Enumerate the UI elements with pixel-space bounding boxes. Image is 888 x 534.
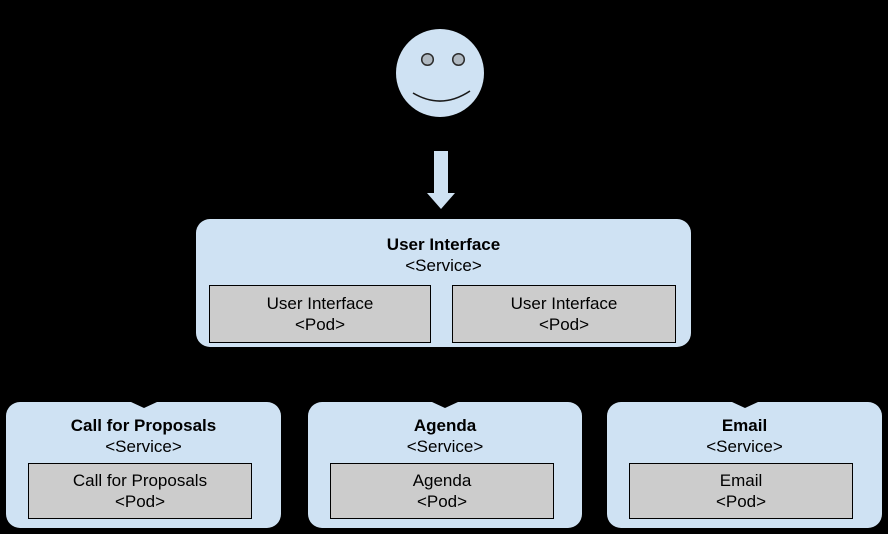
pod-box-call-for-proposals: Call for Proposals <Pod>: [28, 463, 252, 519]
pod-box-user-interface-2: User Interface <Pod>: [452, 285, 676, 343]
service-type-label: <Service>: [105, 437, 182, 456]
service-box-email: Email <Service> Email <Pod>: [607, 402, 882, 528]
service-type-label: <Service>: [406, 437, 484, 456]
pod-type-label: <Pod>: [416, 492, 468, 511]
connector-arrowhead-icon: [731, 402, 758, 408]
pod-box-email: Email <Pod>: [629, 463, 853, 519]
pod-title: Agenda: [412, 471, 472, 490]
pod-title: User Interface: [510, 294, 618, 313]
service-box-agenda: Agenda <Service> Agenda <Pod>: [308, 402, 582, 528]
service-type-label: <Service>: [405, 256, 482, 275]
service-box-user-interface: User Interface <Service> User Interface …: [196, 219, 691, 347]
pod-title: User Interface: [266, 294, 374, 313]
pod-title: Call for Proposals: [72, 471, 208, 490]
service-title: User Interface: [386, 235, 501, 254]
service-title: Call for Proposals: [70, 416, 217, 435]
service-box-call-for-proposals: Call for Proposals <Service> Call for Pr…: [6, 402, 281, 528]
down-arrow-icon: [427, 151, 455, 209]
pod-type-label: <Pod>: [294, 315, 346, 334]
pod-title: Email: [719, 471, 763, 490]
service-title: Agenda: [413, 416, 477, 435]
service-title: Email: [721, 416, 768, 435]
pod-type-label: <Pod>: [715, 492, 767, 511]
pod-box-user-interface-1: User Interface <Pod>: [209, 285, 431, 343]
connector-arrowhead-icon: [130, 402, 157, 408]
service-type-label: <Service>: [706, 437, 783, 456]
pod-box-agenda: Agenda <Pod>: [330, 463, 554, 519]
smiley-face-user-icon: [396, 29, 484, 117]
pod-type-label: <Pod>: [114, 492, 166, 511]
pod-type-label: <Pod>: [538, 315, 590, 334]
connector-arrowhead-icon: [432, 402, 458, 408]
